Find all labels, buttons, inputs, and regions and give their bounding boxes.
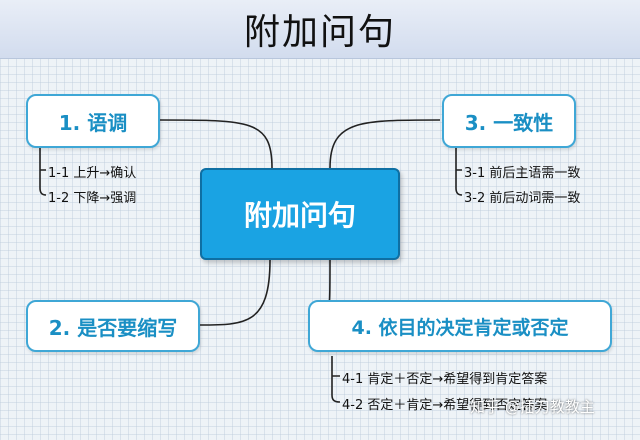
branch-1-item-2: 1-2 下降→强调: [48, 191, 137, 206]
center-label: 附加问句: [243, 199, 356, 232]
branch-label-2: 2. 是否要缩写: [48, 315, 178, 340]
connector-branch-3: [329, 119, 441, 169]
branch-box-3: 3. 一致性: [442, 94, 576, 148]
watermark: 知乎 @插刀教教主: [470, 398, 595, 416]
branch-4-item-1: 4-1 肯定＋否定→希望得到肯定答案: [342, 372, 548, 387]
branch-label-4: 4. 依目的决定肯定或否定: [351, 316, 569, 339]
connector-sub-4: [331, 356, 341, 403]
connector-branch-2: [199, 259, 271, 326]
branch-4-item-2: 4-2 否定＋肯定→希望得到否定答案: [342, 398, 548, 413]
branch-label-3: 3. 一致性: [464, 110, 554, 135]
connector-sub-1: [39, 148, 47, 196]
branch-3-item-1: 3-1 前后主语需一致: [464, 166, 581, 181]
branch-box-1: 1. 语调: [26, 94, 160, 148]
connector-branch-1: [159, 119, 273, 169]
branch-3-item-2: 3-2 前后动词需一致: [464, 191, 581, 206]
branch-1-item-1: 1-1 上升→确认: [48, 166, 137, 181]
branch-label-1: 1. 语调: [58, 110, 128, 135]
title-bar: 附加问句: [0, 0, 640, 59]
branch-box-4: 4. 依目的决定肯定或否定: [308, 300, 612, 352]
connector-sub-3: [455, 148, 463, 196]
branch-box-2: 2. 是否要缩写: [26, 300, 200, 352]
page-title: 附加问句: [243, 12, 396, 53]
center-node: 附加问句: [200, 168, 400, 260]
